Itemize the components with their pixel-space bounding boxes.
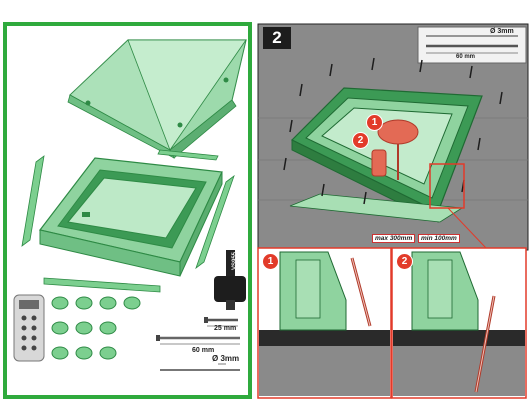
screw-caps: [51, 296, 141, 360]
inset-screw-length: 60 mm: [456, 54, 476, 60]
screw-long: [156, 335, 240, 345]
drill-step-1-marker: 1: [366, 114, 383, 131]
detail-2-marker: 2: [396, 253, 413, 270]
trim-strip-top: [157, 149, 219, 161]
detail-panel-2: [391, 247, 527, 399]
detail-panel-1: [257, 247, 392, 399]
drill-step-2-marker: 2: [352, 132, 369, 149]
step-number: 2: [263, 27, 291, 49]
skylight-frame: [38, 157, 223, 277]
screw-short: [204, 317, 238, 327]
remote-model-label: VS955: [232, 251, 239, 271]
trim-strip-bottom: [43, 277, 161, 293]
power-drill: [371, 119, 419, 180]
short-screw-length: 25 mm: [214, 325, 237, 332]
installed-frame: [289, 87, 483, 223]
trim-strip-left: [21, 155, 45, 247]
detail-1-marker: 1: [262, 253, 279, 270]
inset-bit-diameter: Ø 3mm: [490, 28, 514, 35]
installation-screws: [283, 57, 503, 205]
bit-diameter-label: Ø 3mm: [212, 354, 240, 363]
max-spacing-label: max 300mm: [372, 234, 416, 243]
screw-inset: [417, 26, 527, 64]
drill-bit: [160, 363, 240, 371]
long-screw-length: 60 mm: [192, 347, 215, 354]
min-spacing-label: min 100mm: [418, 234, 460, 243]
detail-highlight-box: [429, 163, 465, 209]
remote-control: [13, 294, 45, 362]
trim-strip-right: [195, 174, 235, 270]
skylight-dome: [67, 39, 247, 159]
receiver-module: [214, 250, 246, 310]
